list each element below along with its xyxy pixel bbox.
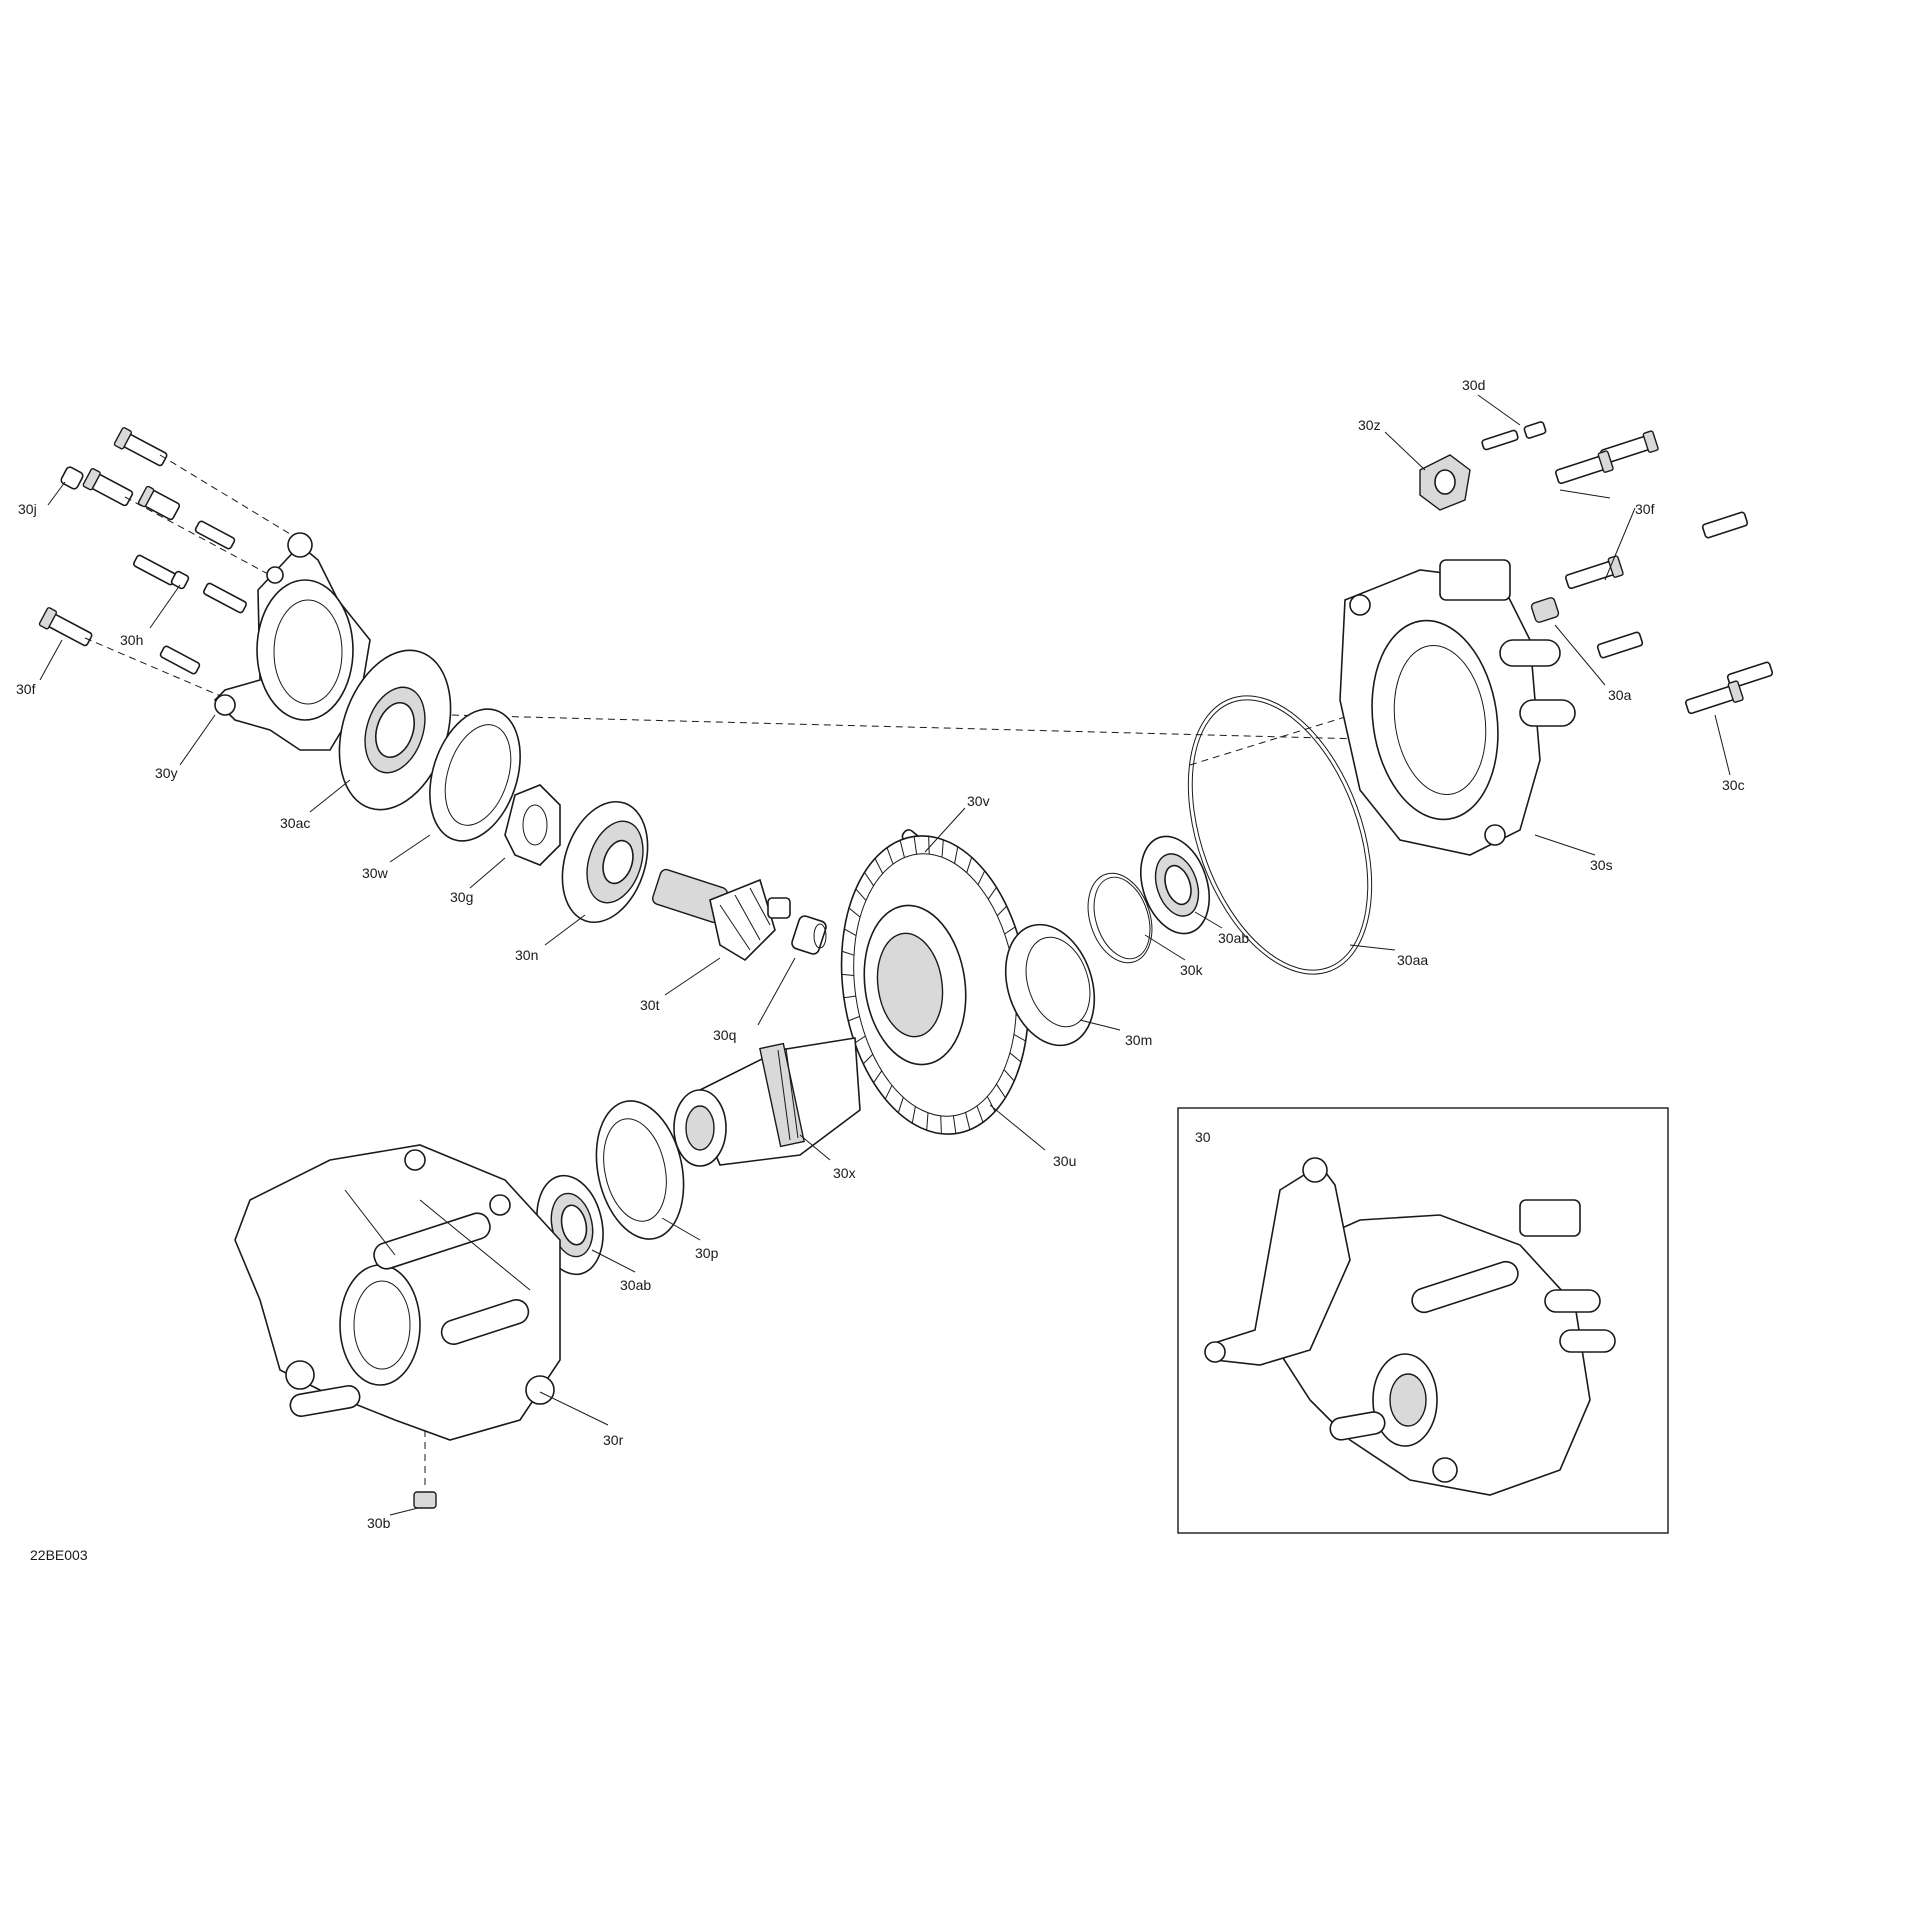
gear-tooth <box>874 858 884 874</box>
gear-tooth <box>986 1096 996 1112</box>
callout-30w: 30w <box>362 865 389 881</box>
gear-tooth <box>911 1106 916 1124</box>
gear-tooth <box>886 847 894 865</box>
gear-tooth <box>966 857 973 873</box>
callout-30ac: 30ac <box>280 815 310 831</box>
gear-tooth <box>841 973 854 977</box>
gear-tooth <box>862 1053 874 1065</box>
housing-cover <box>1339 559 1576 856</box>
o-ring <box>1187 695 1373 975</box>
callout-30x: 30x <box>833 1165 856 1181</box>
callout-30p: 30p <box>695 1245 719 1261</box>
gear-tooth <box>841 950 855 956</box>
callout-30s: 30s <box>1590 857 1613 873</box>
gear-tooth <box>1009 1052 1022 1063</box>
gear-tooth <box>928 836 930 855</box>
bolt-group-left <box>38 427 301 701</box>
callout-30f-left: 30f <box>16 681 36 697</box>
gear-tooth <box>976 1105 984 1123</box>
seal-plate <box>338 649 452 811</box>
oil-seal-right <box>1140 835 1210 935</box>
callout-30c: 30c <box>1722 777 1745 793</box>
gear-tooth <box>996 1083 1006 1098</box>
callout-30ab-right: 30ab <box>1218 930 1249 946</box>
gear-tooth <box>848 1015 860 1022</box>
spacer-ring <box>429 708 521 842</box>
callout-30g: 30g <box>450 889 473 905</box>
callout-30j: 30j <box>18 501 37 517</box>
thrust-washer <box>595 1100 685 1240</box>
gear-tooth <box>941 839 944 858</box>
gear-tooth <box>977 870 986 885</box>
drawing-code: 22BE003 <box>30 1547 88 1563</box>
gear-tooth <box>897 1097 904 1113</box>
mounting-bracket <box>213 532 371 751</box>
ring-gear <box>840 835 1030 1135</box>
gear-tooth <box>965 1112 971 1130</box>
inset-label: 30 <box>1195 1129 1211 1145</box>
callout-30q: 30q <box>713 1027 736 1043</box>
gear-tooth <box>1004 926 1016 935</box>
callout-30n: 30n <box>515 947 538 963</box>
callout-30d: 30d <box>1462 377 1485 393</box>
ball-bearing-right <box>1004 923 1096 1047</box>
differential-carrier <box>673 1037 861 1167</box>
callout-30k: 30k <box>1180 962 1204 978</box>
pinion-gear <box>652 868 791 962</box>
bolt-group-right <box>1530 430 1774 715</box>
main-housing <box>234 1144 561 1441</box>
gear-tooth <box>855 888 867 901</box>
gear-tooth <box>996 905 1008 917</box>
gear-tooth <box>1003 1069 1015 1082</box>
callout-30aa: 30aa <box>1397 952 1428 968</box>
gear-tooth <box>913 836 918 855</box>
speed-sensor <box>1419 454 1471 511</box>
callout-30a: 30a <box>1608 687 1632 703</box>
snap-ring <box>1087 872 1153 964</box>
sensor-screw <box>1481 421 1547 451</box>
gear-tooth <box>873 1070 883 1083</box>
inset-frame <box>1177 1107 1669 1534</box>
gear-tooth <box>884 1085 893 1100</box>
gear-tooth <box>899 840 905 858</box>
callout-30v: 30v <box>967 793 990 809</box>
callout-30f-right: 30f <box>1635 501 1655 517</box>
callout-labels: 30j 30h 30f 30y 30ac 30w 30g 30n 30t 30q… <box>16 377 1745 1563</box>
callout-30ab-left: 30ab <box>620 1277 651 1293</box>
assembled-unit <box>1204 1157 1616 1496</box>
gear-tooth <box>954 846 959 864</box>
drain-plug <box>413 1430 437 1509</box>
callout-30u: 30u <box>1053 1153 1076 1169</box>
assembly-axis-line <box>259 709 1401 741</box>
callout-30m: 30m <box>1125 1032 1152 1048</box>
gear-tooth <box>843 995 856 999</box>
callout-30t: 30t <box>640 997 660 1013</box>
ball-bearing-large <box>561 800 649 924</box>
gear-tooth <box>926 1112 929 1131</box>
lock-nut <box>504 784 561 866</box>
ring-gear-teeth <box>841 836 1029 1134</box>
gear-tooth <box>844 928 857 937</box>
leader-lines <box>39 394 1731 1516</box>
callout-30r: 30r <box>603 1432 624 1448</box>
needle-bearing <box>791 915 827 955</box>
callout-30y: 30y <box>155 765 178 781</box>
callout-30h: 30h <box>120 632 143 648</box>
gear-tooth <box>864 872 874 887</box>
gear-tooth <box>854 1035 866 1044</box>
callout-30z: 30z <box>1358 417 1381 433</box>
gear-tooth <box>848 907 861 918</box>
callout-30b: 30b <box>367 1515 391 1531</box>
gear-tooth <box>1013 1033 1026 1042</box>
gear-tooth <box>987 887 997 900</box>
gear-tooth <box>940 1115 942 1134</box>
gear-tooth <box>952 1115 957 1134</box>
